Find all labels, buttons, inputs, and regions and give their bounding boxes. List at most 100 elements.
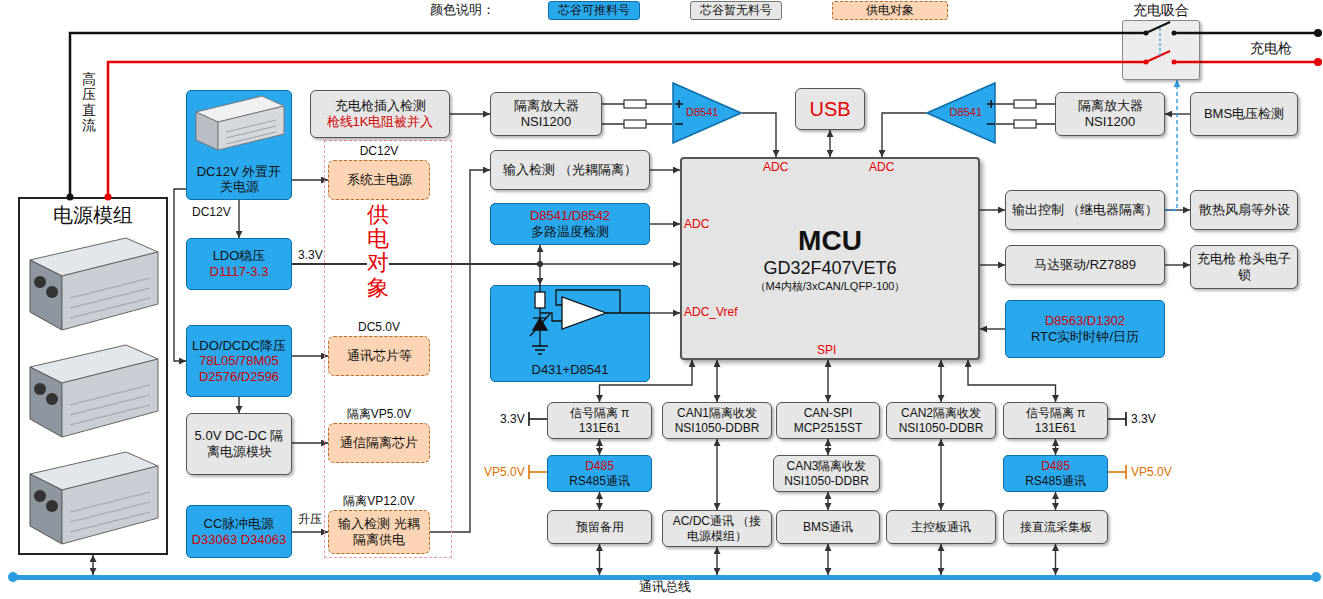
node-text: D8563/D1302 <box>1045 313 1125 329</box>
module-fan <box>34 276 46 288</box>
junction-dot <box>537 261 543 267</box>
connector <box>940 439 941 510</box>
module-side <box>62 466 158 544</box>
line-end-dot <box>1314 58 1322 66</box>
connector <box>238 200 239 238</box>
connector <box>829 130 830 157</box>
node-text: 系统主电源 <box>347 172 412 188</box>
function-box: 主控板通讯 <box>886 510 996 544</box>
module-fan <box>46 286 58 298</box>
node-text: 隔离VP12.0V <box>319 494 439 508</box>
module-fan <box>46 393 58 405</box>
node-text: 马达驱动/RZ7889 <box>1034 257 1136 273</box>
annotation-label: SPI <box>817 343 836 357</box>
node-text: D8541/D8542 <box>530 208 610 224</box>
connector <box>940 360 941 402</box>
connector <box>1165 264 1190 265</box>
node-text: 隔离放大器 NSI1200 <box>1060 98 1160 129</box>
function-box: CAN2隔离收发 NSI1050-DDBR <box>886 402 996 439</box>
connector <box>599 439 600 455</box>
module-top <box>30 238 158 276</box>
annotation-label: 3.3V <box>1131 412 1156 426</box>
mcu-box: MCUGD32F407VET6（M4内核/3xCAN/LQFP-100） <box>680 157 980 360</box>
node-text: D485 <box>1041 459 1070 473</box>
resistor-symbol <box>624 120 646 128</box>
node-text: 通讯总线 <box>12 580 1318 595</box>
function-box: USB <box>795 88 865 130</box>
node-text: 预留备用 <box>576 520 624 534</box>
connector <box>292 355 328 356</box>
opamp-plus-sign <box>675 100 995 108</box>
function-box: 输入检测 （光耦隔离） <box>490 150 650 190</box>
supply-target-box: DC12V系统主电源 <box>328 160 430 200</box>
node-text: 供电对象 <box>367 203 389 300</box>
relay-blade-black <box>1146 22 1170 33</box>
function-box: 充电枪插入检测枪线1K电阻被并入 <box>310 90 450 138</box>
connector <box>238 397 239 413</box>
legend-text: 芯谷暂无料号 <box>700 2 772 19</box>
node-text: BMS通讯 <box>803 520 853 534</box>
module-vent <box>70 492 150 532</box>
connector <box>650 169 680 170</box>
node-text: （M4内核/3xCAN/LQFP-100） <box>755 280 906 293</box>
relay-blade-red <box>1146 51 1170 62</box>
connector <box>174 189 186 361</box>
function-box: 输出控制 （继电器隔离） <box>1005 190 1165 230</box>
connector <box>1055 492 1056 510</box>
module-fan <box>46 500 58 512</box>
connector <box>1055 544 1056 575</box>
module-front <box>30 367 62 437</box>
node-text: 电源模组 <box>53 203 133 227</box>
supply-group-region: 供电对象DC12V系统主电源DC5.0V通讯芯片等隔离VP5.0V通信隔离芯片隔… <box>324 140 452 558</box>
high-voltage-red-line <box>1200 61 1318 64</box>
relay-contact <box>1144 31 1149 36</box>
node-text: BMS电压检测 <box>1204 106 1284 122</box>
connector-label: 升压 <box>297 512 323 526</box>
resistor-symbol <box>624 100 646 108</box>
node-text: 散热风扇等外设 <box>1199 202 1290 218</box>
node-text: DC5.0V <box>319 320 439 334</box>
triangle-shape <box>927 83 995 143</box>
line-start-dot <box>67 194 74 201</box>
annotation-label: 3.3V <box>500 412 525 426</box>
chip-box: D431+D8541 <box>490 285 650 382</box>
function-box: 马达驱动/RZ7889 <box>1005 245 1165 285</box>
function-box: CAN-SPI MCP2515ST <box>776 402 880 439</box>
node-text: 充电枪插入检测 <box>335 98 426 114</box>
function-box: AC/DC通讯 （接电源模组） <box>662 510 772 547</box>
connector <box>1165 113 1190 114</box>
node-text: D485 <box>585 459 614 473</box>
node-text: 隔离放大器 NSI1200 <box>495 98 597 129</box>
module-fan <box>34 383 46 395</box>
resistor-symbol <box>1014 120 1036 128</box>
power-module-box: 电源模组 <box>18 197 168 555</box>
connector <box>92 555 93 575</box>
connector <box>450 113 490 114</box>
function-box: BMS电压检测 <box>1190 92 1298 136</box>
connector <box>292 264 540 285</box>
node-text: 信号隔离 π 131E61 <box>552 406 647 435</box>
relay-contact <box>1172 60 1177 65</box>
node-text: 5.0V DC-DC 隔离电源模块 <box>191 428 287 459</box>
resistor-symbol <box>1014 100 1036 108</box>
connector <box>650 223 680 224</box>
node-text: USB <box>809 97 850 121</box>
relay-box: 充电吸合 <box>1122 20 1200 80</box>
node-text: 枪线1K电阻被并入 <box>327 114 434 130</box>
ground-symbol <box>532 346 548 354</box>
connector <box>742 113 776 157</box>
communication-bus: 通讯总线 <box>12 575 1318 580</box>
connector <box>716 360 717 402</box>
node-text: LDO稳压 <box>213 248 266 264</box>
node-text: CC脉冲电源 <box>204 516 275 532</box>
relay-contact <box>1144 60 1149 65</box>
chip-box: DC12V 外置开关电源 <box>186 90 292 200</box>
connector <box>980 209 1005 210</box>
resistor-symbol <box>535 292 545 308</box>
amplifier-triangle: D8541 <box>672 82 742 144</box>
annotation-label: 颜色说明： <box>430 2 495 18</box>
node-text: 通讯芯片等 <box>347 348 412 364</box>
function-box: 隔离放大器 NSI1200 <box>1055 92 1165 136</box>
connector <box>1165 80 1177 210</box>
annotation-label: VP5.0V <box>484 465 525 479</box>
